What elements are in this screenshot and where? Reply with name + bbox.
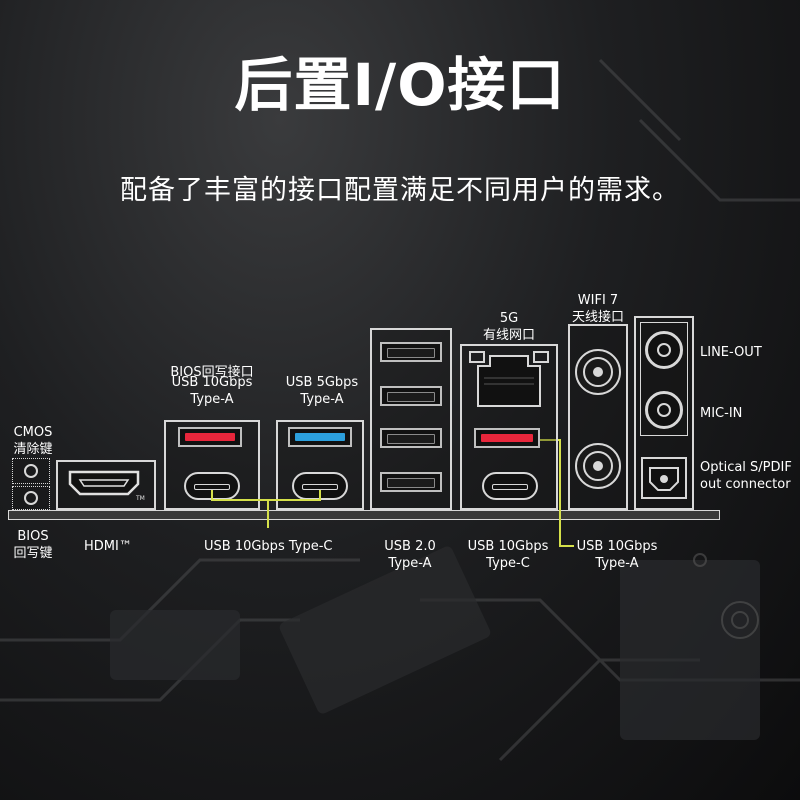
bios-flashback-button[interactable]	[12, 486, 50, 510]
page-subtitle: 配备了丰富的接口配置满足不同用户的需求。	[120, 175, 680, 206]
audio-jack-icon[interactable]	[645, 331, 683, 369]
usb-a-port-icon[interactable]	[380, 342, 442, 362]
usb10-type-c-2-label: USB 10Gbps Type-C	[467, 539, 549, 571]
usb-a-port-icon[interactable]	[288, 427, 352, 447]
lan-label: 5G 有线网口	[482, 311, 535, 343]
cmos-clear-button[interactable]	[12, 458, 50, 484]
bios-flash-label: BIOS 回写键	[13, 529, 53, 561]
usb-a-port-icon[interactable]	[380, 428, 442, 448]
usb10-type-a-2-label: USB 10Gbps Type-A	[576, 539, 658, 571]
usb-c-port-icon[interactable]	[482, 472, 538, 500]
usb-a-port-icon[interactable]	[474, 428, 540, 448]
usb10-type-c-label: USB 10Gbps Type-C	[204, 539, 333, 554]
optical-port-icon[interactable]	[640, 454, 688, 502]
usb5-label: USB 5Gbps Type-A	[285, 375, 359, 407]
usb-a-port-icon[interactable]	[178, 427, 242, 447]
wifi-label: WIFI 7 天线接口	[571, 293, 624, 325]
usb20-label: USB 2.0 Type-A	[384, 539, 436, 571]
rj45-port-icon[interactable]	[464, 348, 554, 412]
antenna-connector-icon[interactable]	[572, 440, 624, 492]
push-button-icon	[24, 491, 38, 505]
hdmi-logo-text: TM	[135, 495, 145, 502]
antenna-connector-icon[interactable]	[572, 346, 624, 398]
usb5-blue-tongue	[295, 433, 345, 441]
page-title: 后置I/O接口	[234, 51, 566, 119]
bios-flashback-port-label: BIOS回写接口	[170, 365, 254, 380]
usb-a-port-icon[interactable]	[380, 472, 442, 492]
hdmi-label: HDMI™	[84, 539, 132, 554]
mic-in-label: MIC-IN	[700, 406, 743, 421]
usb10-red-tongue	[185, 433, 235, 441]
push-button-icon	[24, 464, 38, 478]
line-out-label: LINE-OUT	[700, 345, 762, 360]
cmos-label: CMOS 清除键	[13, 425, 53, 457]
hdmi-port-icon[interactable]: TM	[64, 466, 150, 502]
audio-jack-icon[interactable]	[645, 391, 683, 429]
io-board-strip	[8, 510, 720, 520]
usb10-a-label: BIOS回写接口 USB 10Gbps Type-A	[160, 364, 264, 408]
spdif-label: Optical S/PDIF out connector	[700, 460, 792, 492]
usb-a-port-icon[interactable]	[380, 386, 442, 406]
usb10-red-tongue	[481, 434, 533, 442]
